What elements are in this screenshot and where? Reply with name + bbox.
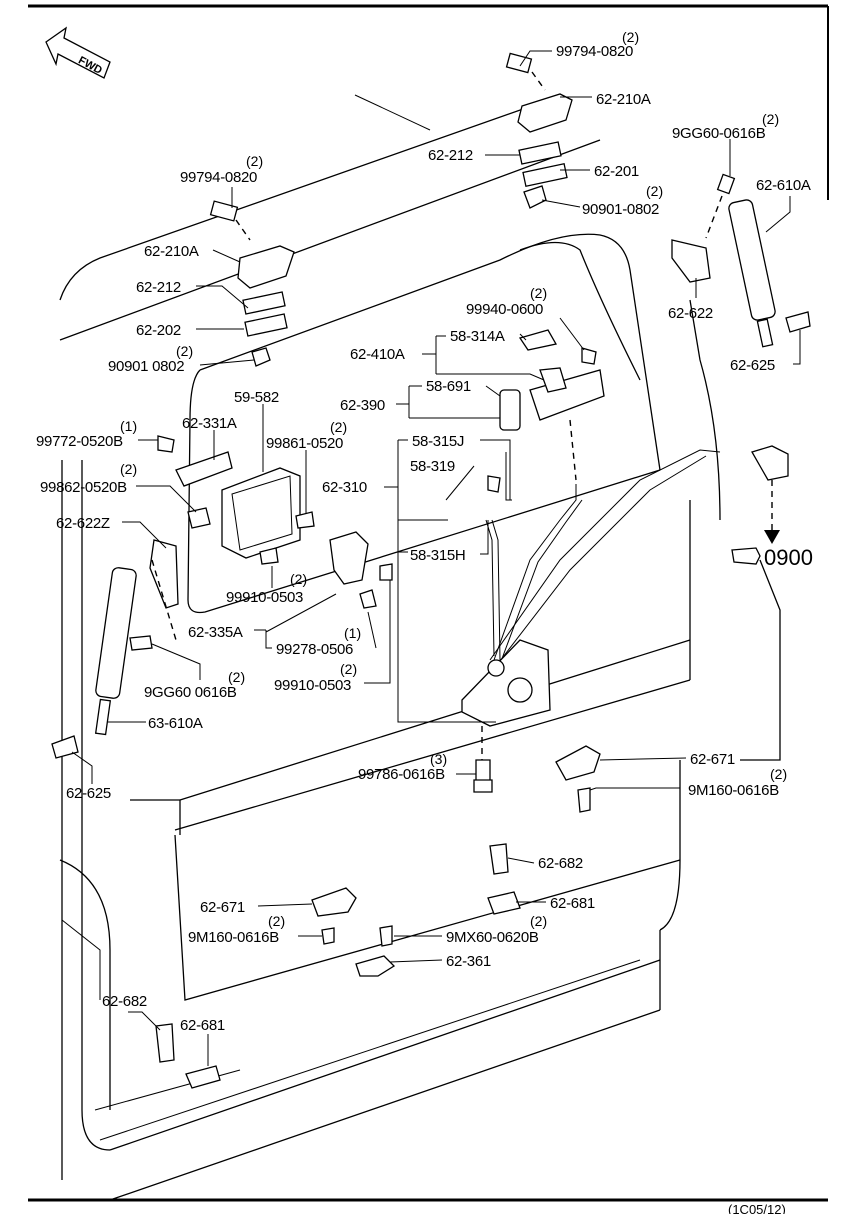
callout-label: 58-314A (450, 328, 505, 345)
callout-label: 62-681 (180, 1017, 225, 1034)
callout-qty: (2) (340, 661, 357, 677)
link-bracket (329, 531, 393, 609)
callout-label: 59-582 (234, 389, 279, 406)
reference-arrow: 0900 (731, 445, 813, 570)
callout-qty: (2) (770, 766, 787, 782)
callout-label: 63-610A (148, 715, 203, 732)
callout-label: 99862-0520B (40, 479, 127, 496)
upper-left-hinge (209, 200, 295, 367)
callout-label: 62-310 (322, 479, 367, 496)
callout-label: 99861-0520 (266, 435, 343, 452)
callout-label: 99794-0820 (180, 169, 257, 186)
right-gas-strut (671, 173, 811, 348)
callout-label: 90901-0802 (582, 201, 659, 218)
callout-label: 9GG60-0616B (672, 125, 766, 142)
callout-label: 99278-0506 (276, 641, 353, 658)
van-body-outline (59, 94, 781, 1201)
callout-label: 62-201 (594, 163, 639, 180)
footer-code: (1C05/12) (728, 1202, 786, 1214)
switch-and-lock (487, 389, 521, 501)
callout-label: 62-625 (66, 785, 111, 802)
callout-label: 62-682 (102, 993, 147, 1010)
callout-qty: (1) (344, 625, 361, 641)
upper-right-hinge (505, 52, 573, 209)
latch-and-rods (461, 449, 721, 793)
left-gas-strut (51, 539, 179, 759)
callout-qty: (2) (646, 183, 663, 199)
callout-qty: (1) (120, 418, 137, 434)
callout-qty: (2) (530, 913, 547, 929)
callout-label: 9MX60-0620B (446, 929, 539, 946)
callout-qty: (2) (330, 419, 347, 435)
callout-labels: (2) 99794-0820 62-210A 62-212 62-201 (2)… (36, 29, 811, 1034)
callout-label: 62-210A (144, 243, 199, 260)
callout-label: 62-671 (200, 899, 245, 916)
callout-label: 62-212 (136, 279, 181, 296)
rear-handle-assembly (518, 329, 605, 481)
callout-label: 62-681 (550, 895, 595, 912)
callout-label: 62-335A (188, 624, 243, 641)
callout-label: 99910-0503 (226, 589, 303, 606)
callout-qty: (2) (622, 29, 639, 45)
callout-label: 99786-0616B (358, 766, 445, 783)
callout-label: 62-410A (350, 346, 405, 363)
callout-label: 62-212 (428, 147, 473, 164)
callout-qty: (2) (120, 461, 137, 477)
reference-code: 0900 (764, 545, 813, 570)
callout-label: 90901 0802 (108, 358, 184, 375)
callout-label: 58-691 (426, 378, 471, 395)
callout-label: 9GG60 0616B (144, 684, 237, 701)
callout-qty: (2) (268, 913, 285, 929)
callout-qty: (2) (530, 285, 547, 301)
callout-qty: (2) (176, 343, 193, 359)
striker-plates (155, 745, 601, 1089)
callout-label: 62-625 (730, 357, 775, 374)
callout-label: 58-315H (410, 547, 465, 564)
callout-label: 62-331A (182, 415, 237, 432)
callout-qty: (2) (290, 571, 307, 587)
callout-label: 99772-0520B (36, 433, 123, 450)
callout-label: 99910-0503 (274, 677, 351, 694)
callout-label: 62-622 (668, 305, 713, 322)
callout-label: 62-390 (340, 397, 385, 414)
callout-label: 62-622Z (56, 515, 110, 532)
fwd-arrow-icon: FWD (45, 26, 111, 79)
callout-label: 58-319 (410, 458, 455, 475)
pointing-hand-icon (731, 547, 761, 565)
callout-label: 62-361 (446, 953, 491, 970)
callout-label: 99940-0600 (466, 301, 543, 318)
callout-label: 99794-0820 (556, 43, 633, 60)
callout-qty: (3) (430, 751, 447, 767)
callout-label: 62-671 (690, 751, 735, 768)
callout-qty: (2) (762, 111, 779, 127)
callout-qty: (2) (246, 153, 263, 169)
callout-qty: (2) (228, 669, 245, 685)
leader-lines (71, 50, 801, 1066)
callout-label: 62-610A (756, 177, 811, 194)
callout-label: 9M160-0616B (188, 929, 279, 946)
callout-label: 62-210A (596, 91, 651, 108)
callout-label: 58-315J (412, 433, 464, 450)
callout-label: 62-682 (538, 855, 583, 872)
callout-label: 62-202 (136, 322, 181, 339)
callout-label: 9M160-0616B (688, 782, 779, 799)
lock-motor-unit (157, 435, 315, 565)
